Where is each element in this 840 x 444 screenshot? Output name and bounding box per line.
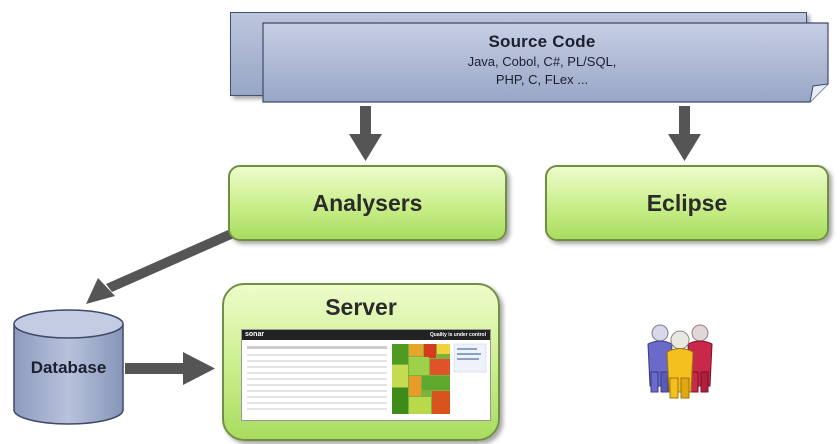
server-label: Server <box>325 294 397 320</box>
source-code-document: Source Code Java, Cobol, C#, PL/SQL, PHP… <box>262 22 831 106</box>
languages-line-2: PHP, C, FLex ... <box>495 72 589 87</box>
arrow-down-icon <box>668 106 701 161</box>
projects-sidebar <box>453 343 487 373</box>
analysers-label: Analysers <box>312 189 423 216</box>
sonar-dashboard-thumbnail: sonar Quality is under control <box>241 329 491 421</box>
sonar-header: sonar Quality is under control <box>242 330 490 340</box>
database-icon: Database <box>12 308 125 428</box>
sonar-logo: sonar <box>245 331 265 338</box>
sonar-dashboard-preview <box>247 343 487 414</box>
languages-line-1: Java, Cobol, C#, PL/SQL, <box>467 54 617 69</box>
metrics-table <box>247 346 387 410</box>
person-red <box>687 324 713 393</box>
people-icon <box>640 320 722 400</box>
sonar-tagline: Quality is under control <box>429 332 486 338</box>
person-yellow <box>666 330 694 399</box>
database-cylinder <box>13 309 124 425</box>
source-code-title: Source Code <box>488 32 596 51</box>
arrow-down-icon <box>349 106 382 161</box>
arrow-right-icon <box>125 352 215 385</box>
database-label: Database <box>30 358 107 377</box>
eclipse-label: Eclipse <box>646 189 728 216</box>
arrow-diagonal-icon <box>86 230 234 304</box>
treemap <box>392 344 450 414</box>
eclipse-box: Eclipse <box>545 165 829 241</box>
analysers-box: Analysers <box>228 165 507 241</box>
document-shape <box>262 22 829 103</box>
server-box: Server sonar Quality is under control <box>222 283 500 441</box>
